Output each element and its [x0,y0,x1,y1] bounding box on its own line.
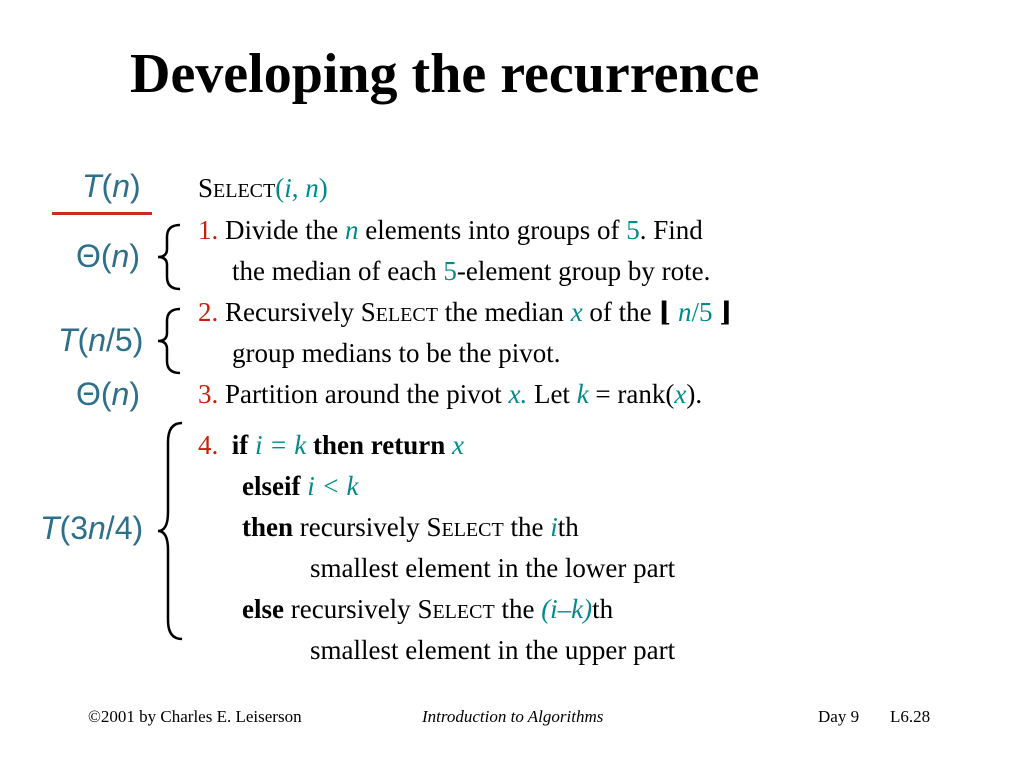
step1-line1: 1. Divide the n elements into groups of … [198,215,703,245]
step4-line3: then recursively SELECT the ith [242,512,579,542]
step4-line6: smallest element in the upper part [310,635,676,665]
red-underline [52,212,152,215]
select-header: SELECT(i, n) [198,173,328,203]
brace-step4-icon [157,421,183,641]
step3-line: 3. Partition around the pivot x. Let k =… [198,379,703,409]
step2-line1: 2. Recursively SELECT the median x of th… [198,297,732,327]
annotation-t-3n-over-4: T(3n/4) [40,510,144,546]
brace-step2-icon [157,307,181,375]
step1-line2: the median of each 5-element group by ro… [232,256,711,286]
step2-line2: group medians to be the pivot. [232,338,561,368]
brace-step1-icon [157,223,181,291]
slide-title: Developing the recurrence [130,43,760,105]
footer-day: Day 9 [818,707,860,726]
annotation-theta-n-2: Θ(n) [76,376,140,412]
step4-line5: else recursively SELECT the (i–k)th [242,594,614,624]
step4-line4: smallest element in the lower part [310,553,676,583]
footer-copyright: ©2001 by Charles E. Leiserson [88,707,302,726]
step4-line2: elseif i < k [242,471,359,501]
step4-line1: 4. if i = k then return x [198,430,464,460]
footer-book-title: Introduction to Algorithms [422,707,604,726]
footer-slide-number: L6.28 [890,707,931,726]
annotation-t-n: T(n) [82,168,141,204]
annotation-theta-n-1: Θ(n) [76,238,140,274]
annotation-t-n-over-5: T(n/5) [58,322,144,358]
